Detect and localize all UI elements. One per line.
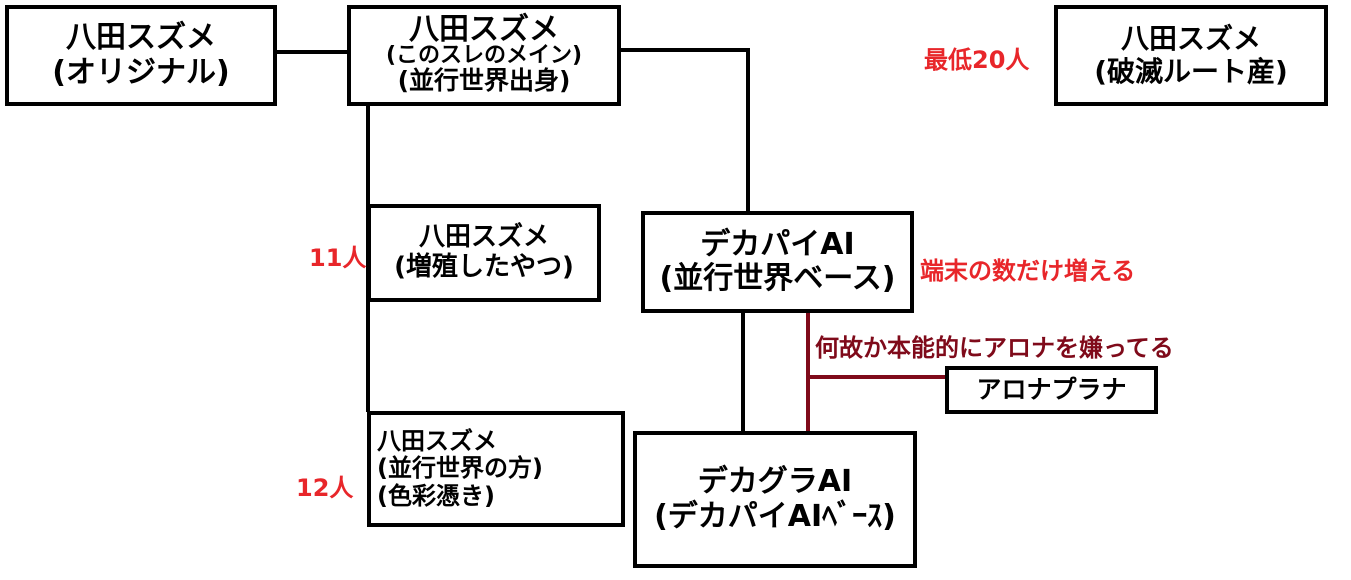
node-title: 八田スズメ — [377, 426, 497, 455]
node-dekapai: デカパイAI (並行世界ベース) — [641, 211, 914, 313]
node-original: 八田スズメ (オリジナル) — [5, 5, 277, 106]
node-subtitle: (デカパイAIﾍﾞｰｽ) — [654, 498, 896, 534]
node-main: 八田スズメ (このスレのメイン) (並行世界出身) — [347, 5, 621, 106]
node-arona: アロナプラナ — [945, 366, 1158, 414]
node-ruin: 八田スズメ (破滅ルート産) — [1054, 5, 1328, 106]
node-subtitle: (増殖したやつ) — [394, 252, 574, 282]
node-title: デカパイAI — [700, 226, 855, 262]
node-subtitle: (並行世界ベース) — [659, 261, 896, 296]
node-subtitle: (並行世界の方) — [377, 454, 543, 483]
node-dekagura: デカグラAI (デカパイAIﾍﾞｰｽ) — [633, 431, 917, 568]
node-title: デカグラAI — [697, 464, 853, 499]
label-parallel-count: 12人 — [296, 474, 354, 502]
label-dekapai-note: 端末の数だけ増える — [920, 257, 1136, 285]
node-parallel: 八田スズメ (並行世界の方) (色彩憑き) — [367, 411, 625, 527]
node-subtitle: (破滅ルート産) — [1094, 54, 1288, 88]
node-title: アロナプラナ — [976, 374, 1127, 404]
label-ruin-count: 最低20人 — [924, 46, 1030, 74]
node-title: 八田スズメ — [409, 12, 559, 48]
node-origin: (並行世界出身) — [397, 66, 571, 96]
label-arona-note: 何故か本能的にアロナを嫌ってる — [815, 334, 1174, 362]
node-subtitle: (このスレのメイン) — [385, 43, 583, 69]
node-multiplied: 八田スズメ (増殖したやつ) — [367, 204, 601, 302]
node-note: (色彩憑き) — [377, 481, 495, 510]
node-title: 八田スズメ — [1120, 22, 1261, 56]
node-title: 八田スズメ — [418, 222, 549, 253]
node-subtitle: (オリジナル) — [52, 54, 230, 90]
label-multiplied-count: 11人 — [309, 244, 367, 272]
node-title: 八田スズメ — [66, 20, 216, 55]
line-main-dekapai — [620, 48, 750, 212]
